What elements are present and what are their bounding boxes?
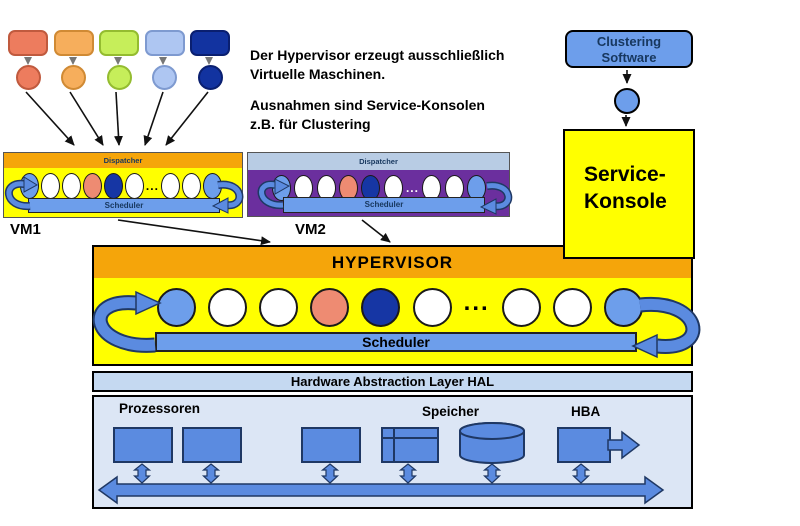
hypervisor-body: ... Scheduler — [94, 278, 691, 364]
process-circle — [157, 287, 196, 327]
hardware-section: Prozessoren Speicher HBA — [92, 395, 693, 509]
annotation-paragraph-1: Der Hypervisor erzeugt ausschließlich Vi… — [250, 46, 504, 84]
vm2-scheduler-bar: Scheduler — [283, 197, 485, 213]
memory-box-divider — [383, 437, 437, 439]
processor-box — [182, 427, 242, 463]
vm-to-hypervisor-arrows — [117, 219, 391, 246]
client-coral-box — [8, 30, 48, 56]
process-circle — [181, 172, 201, 199]
client-green-circle — [106, 65, 132, 90]
process-circle — [208, 287, 248, 327]
vm2-box: Dispatcher ... Scheduler — [247, 152, 510, 217]
service-console-line: Konsole — [584, 190, 667, 213]
processor-box — [113, 427, 173, 463]
annotation-paragraph-2: Ausnahmen sind Service-Konsolen z.B. für… — [250, 96, 485, 134]
client-darkblue-circle — [197, 65, 223, 90]
client-to-vm1-arrows — [25, 91, 209, 146]
process-circle — [103, 172, 123, 199]
process-circle — [501, 287, 541, 327]
process-circle — [20, 172, 39, 199]
ellipsis-more-processes: ... — [405, 180, 419, 195]
hba-box — [557, 427, 611, 463]
process-circle — [82, 172, 102, 199]
process-circle — [124, 172, 144, 199]
process-circle — [604, 287, 643, 327]
speicher-label: Speicher — [422, 404, 480, 419]
process-circle — [310, 287, 350, 327]
client-lightblue-box — [144, 30, 185, 56]
vm1-scheduler-bar: Scheduler — [28, 198, 220, 213]
clustering-label-line: Software — [601, 50, 657, 65]
ellipsis-more-processes: ... — [145, 178, 159, 193]
process-circle — [40, 172, 60, 199]
prozessoren-label: Prozessoren — [119, 401, 201, 416]
processor-box — [301, 427, 361, 463]
client-lightblue-column — [144, 30, 185, 90]
vm1-process-row: ... — [20, 172, 222, 199]
memory-box-divider — [393, 429, 395, 461]
client-coral-circle — [15, 65, 41, 90]
client-green-box — [99, 30, 139, 56]
vm1-dispatcher-bar: Dispatcher — [4, 153, 242, 168]
memory-box — [381, 427, 439, 463]
vm2-body: ... Scheduler — [248, 170, 509, 216]
vm2-label: VM2 — [295, 221, 326, 238]
client-lightblue-circle — [152, 65, 177, 90]
hypervisor-process-row: ... — [157, 287, 643, 327]
process-circle — [361, 287, 401, 327]
hypervisor-scheduler-bar: Scheduler — [155, 332, 637, 352]
client-orange-circle — [61, 65, 86, 90]
clustering-process-circle — [614, 88, 640, 114]
service-console-line: Service- — [584, 163, 666, 186]
annotation-line: Virtuelle Maschinen. — [250, 66, 386, 82]
clustering-software-box: Clustering Software — [565, 30, 693, 68]
client-orange-column — [53, 30, 94, 90]
hypervisor-box: HYPERVISOR ... Scheduler — [92, 245, 693, 366]
process-circle — [259, 287, 299, 327]
ellipsis-more-processes: ... — [463, 289, 490, 316]
vm1-label: VM1 — [10, 221, 41, 238]
vm1-body: ... Scheduler — [4, 168, 242, 217]
hba-label: HBA — [571, 404, 601, 419]
client-row — [8, 30, 230, 90]
service-console-box: Service- Konsole — [563, 129, 695, 259]
clustering-label-line: Clustering — [596, 34, 662, 49]
client-coral-column — [8, 30, 48, 90]
process-circle — [160, 172, 180, 199]
client-green-column — [99, 30, 139, 90]
client-darkblue-box — [190, 30, 230, 56]
annotation-line: Ausnahmen sind Service-Konsolen — [250, 97, 485, 113]
vm2-process-row: ... — [272, 174, 486, 201]
process-circle — [412, 287, 452, 327]
annotation-line: Der Hypervisor erzeugt ausschließlich — [250, 47, 505, 63]
hal-bar: Hardware Abstraction Layer HAL — [92, 371, 693, 392]
vm1-box: Dispatcher ... Scheduler — [3, 152, 243, 218]
client-darkblue-column — [190, 30, 230, 90]
annotation-line: z.B. für Clustering — [250, 116, 371, 132]
vm2-dispatcher-bar: Dispatcher — [248, 153, 509, 170]
process-circle — [61, 172, 81, 199]
process-circle — [552, 287, 592, 327]
client-orange-box — [53, 30, 94, 56]
process-circle — [202, 172, 222, 199]
